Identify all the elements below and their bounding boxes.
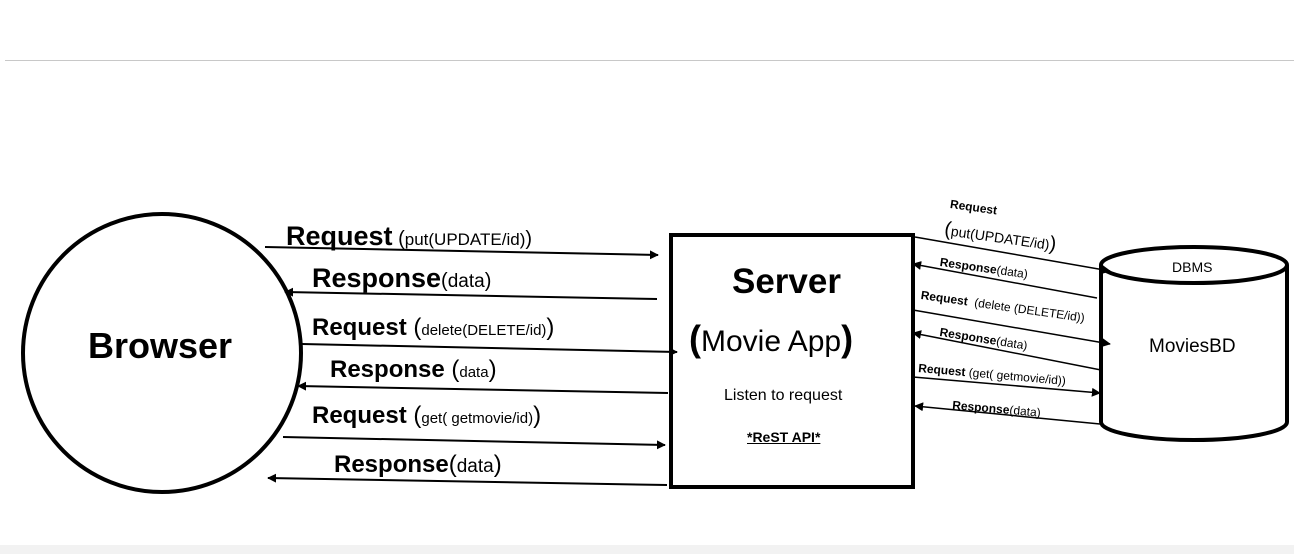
- label-request-put: Request (put(UPDATE/id)): [286, 223, 532, 250]
- db-arrow-response-3: [914, 402, 1101, 425]
- label-close: ): [546, 314, 555, 341]
- db-arrow-request-delete: [912, 309, 1111, 348]
- db-arrow-response-1: [912, 261, 1098, 299]
- browser-label: Browser: [88, 325, 233, 366]
- label-detail: (data): [995, 262, 1029, 282]
- dbms-node: [1099, 245, 1289, 442]
- db-arrow-request-put: [914, 236, 1111, 275]
- top-divider: [5, 60, 1294, 61]
- label-close: ): [533, 402, 542, 429]
- server-listen-text: Listen to request: [724, 387, 843, 404]
- label-bold: Request: [312, 314, 407, 341]
- server-subtitle-text: Movie App: [701, 325, 842, 358]
- label-close: ): [525, 228, 533, 250]
- arrow-response-2: [297, 381, 669, 394]
- label-bold: Request: [917, 360, 967, 380]
- label-detail: put(UPDATE/id): [404, 230, 526, 249]
- server-subtitle-close: ): [841, 318, 854, 359]
- arrow-request-delete: [301, 343, 678, 357]
- arrow-response-3: [267, 473, 668, 486]
- server-subtitle-open: (: [689, 318, 701, 359]
- bottom-band: [0, 545, 1294, 554]
- label-close: ): [484, 270, 492, 292]
- server-title: Server: [732, 262, 841, 301]
- server-subtitle: (Movie App): [689, 321, 853, 357]
- label-close: ): [488, 356, 497, 383]
- label-request-get: Request (get( getmovie/id)): [312, 404, 541, 428]
- arrow-request-put: [264, 246, 659, 260]
- label-request-delete: Request (delete(DELETE/id)): [312, 316, 554, 340]
- server-api-text: *ReST API*: [747, 429, 821, 445]
- label-response-2: Response (data): [330, 358, 497, 382]
- db-arrow-request-get: [912, 376, 1101, 397]
- label-bold: Request: [286, 221, 393, 251]
- arrow-request-get: [282, 436, 666, 450]
- label-open: (: [441, 270, 448, 292]
- label-detail: data: [447, 271, 485, 292]
- label-detail: get( getmovie/id): [421, 410, 534, 427]
- browser-node: [21, 212, 303, 494]
- label-response-3: Response(data): [334, 453, 502, 477]
- label-open: (: [406, 314, 422, 341]
- label-detail: data: [456, 456, 494, 477]
- arrow-response-1: [284, 287, 658, 300]
- dbms-name: MoviesBD: [1149, 336, 1236, 357]
- label-detail: data: [459, 364, 489, 381]
- label-bold: Response: [312, 263, 442, 293]
- label-open: (: [392, 228, 405, 250]
- label-open: (: [448, 451, 457, 478]
- label-response-1: Response(data): [312, 265, 491, 292]
- label-detail: (data): [1008, 402, 1042, 420]
- label-detail: delete(DELETE/id): [421, 322, 547, 339]
- label-close: ): [493, 451, 502, 478]
- server-node: [669, 233, 915, 489]
- label-bold: Response: [330, 356, 445, 383]
- label-open: (: [444, 356, 460, 383]
- label-open: (: [406, 402, 422, 429]
- db-arrow-response-2: [912, 330, 1102, 371]
- dbms-header: DBMS: [1172, 259, 1213, 275]
- label-bold: Request: [312, 402, 407, 429]
- label-bold: Response: [334, 451, 449, 478]
